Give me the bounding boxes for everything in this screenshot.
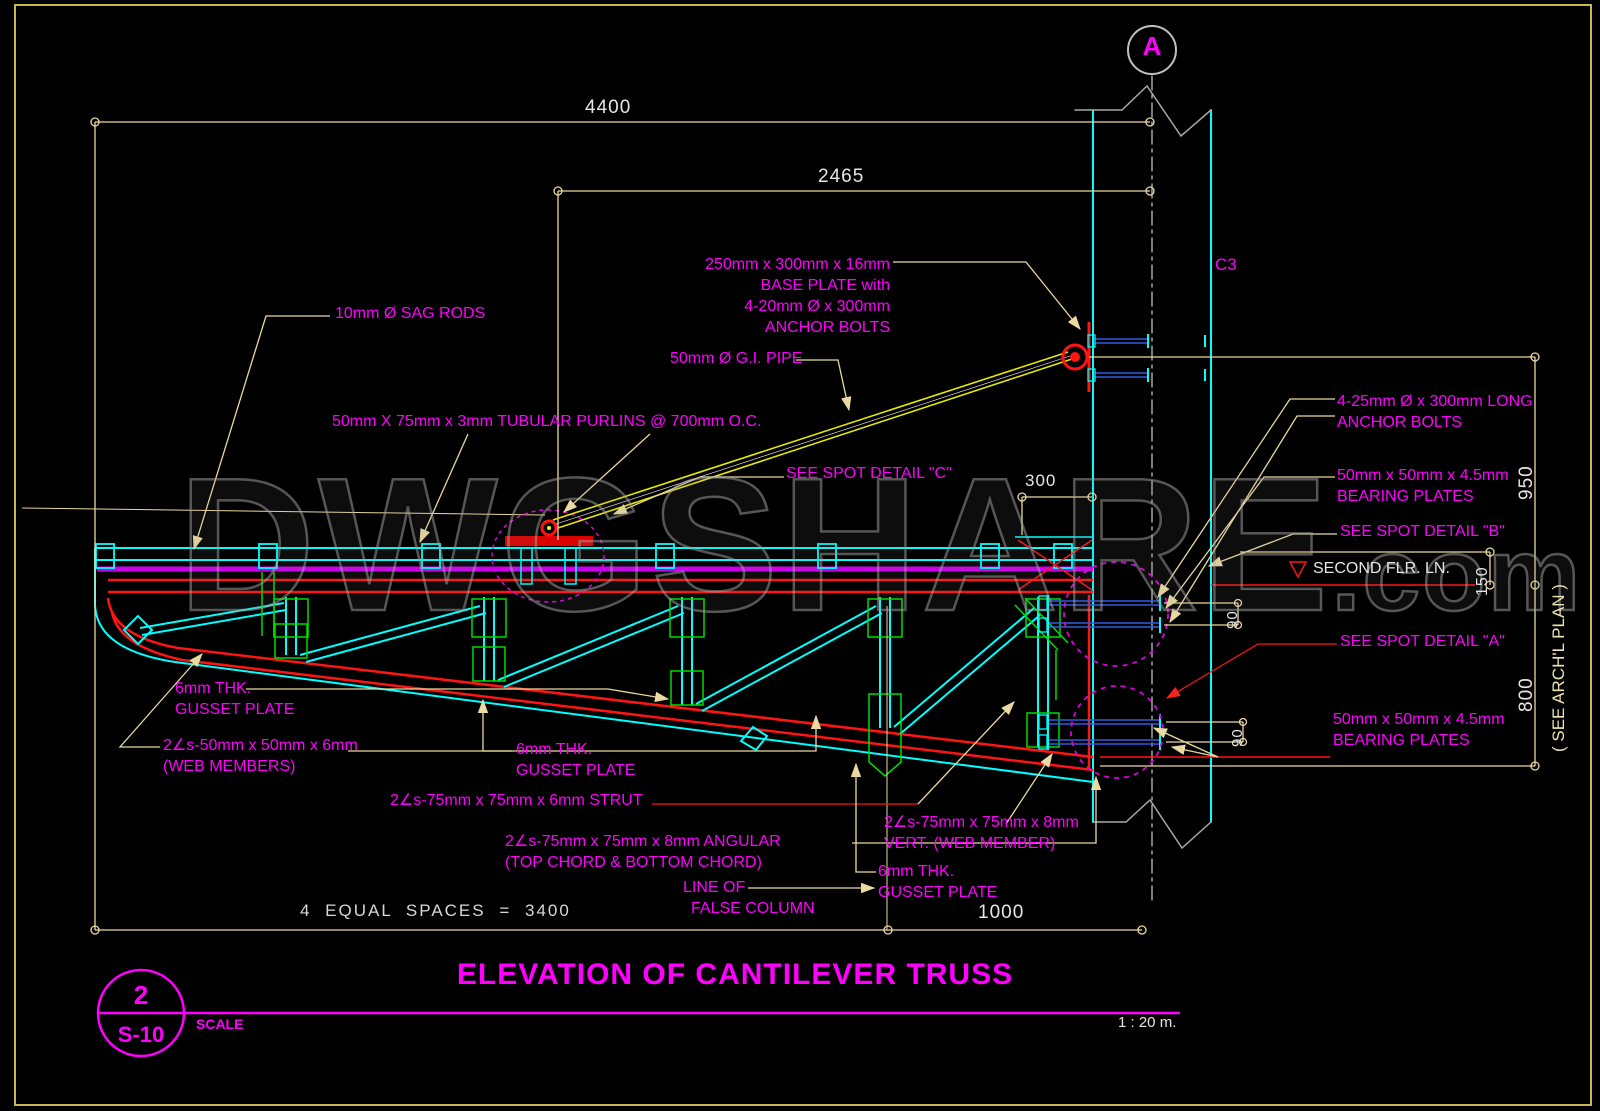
grid-bubble bbox=[1127, 25, 1177, 75]
title-block-line bbox=[96, 968, 1180, 1058]
anchor-bolt-group-lower bbox=[1038, 685, 1164, 779]
dimensions bbox=[90, 117, 1540, 935]
watermark-suffix: .com bbox=[1330, 516, 1583, 635]
callout-bearing-plates-lower: 50mm x 50mm x 4.5mm BEARING PLATES bbox=[1333, 711, 1505, 749]
dim-column-upper: 950 bbox=[1516, 465, 1537, 500]
column-mark-label: C3 bbox=[1215, 255, 1237, 274]
anchor-bolt-group-upper bbox=[1038, 561, 1169, 667]
callout-sag-rods: 10mm Ø SAG RODS bbox=[335, 305, 486, 322]
callout-spot-b: SEE SPOT DETAIL "B" bbox=[1340, 523, 1505, 540]
detail-number: 2 bbox=[133, 980, 149, 1010]
second-floor-label: SECOND FLR. LN. bbox=[1313, 560, 1450, 577]
dim-column-lower: 800 bbox=[1516, 677, 1537, 712]
callout-false-column: LINE OF FALSE COLUMN bbox=[683, 879, 815, 917]
callout-spot-c: SEE SPOT DETAIL "C" bbox=[786, 465, 952, 482]
gusset-plates bbox=[261, 572, 1069, 777]
callout-anchor-bolts-long: 4-25mm Ø x 300mm LONG ANCHOR BOLTS bbox=[1337, 393, 1533, 431]
dim-bolt-gap-lower: 90 bbox=[1229, 728, 1246, 747]
sheet-number: S-10 bbox=[117, 1022, 165, 1047]
callout-bearing-plates-upper: 50mm x 50mm x 4.5mm BEARING PLATES bbox=[1337, 467, 1509, 505]
callout-gusset-right: 6mm THK. GUSSET PLATE bbox=[878, 863, 998, 901]
dim-pipe-span: 2465 bbox=[818, 166, 865, 187]
column bbox=[1074, 75, 1212, 906]
callout-gusset-mid: 6mm THK. GUSSET PLATE bbox=[516, 741, 636, 779]
x-bracing bbox=[1015, 536, 1093, 770]
dim-panels: 4 EQUAL SPACES = 3400 bbox=[300, 901, 571, 920]
scale-value: 1 : 20 m. bbox=[1118, 1014, 1177, 1031]
callout-gi-pipe: 50mm Ø G.I. PIPE bbox=[670, 350, 803, 367]
arch-plan-note: ( SEE ARCH'L PLAN ) bbox=[1549, 584, 1568, 752]
callout-web-members: 2∠s-50mm x 50mm x 6mm (WEB MEMBERS) bbox=[163, 737, 358, 775]
grid-bubble-label: A bbox=[1142, 31, 1162, 61]
callout-angular: 2∠s-75mm x 75mm x 8mm ANGULAR (TOP CHORD… bbox=[505, 833, 781, 871]
callout-vert-web: 2∠s-75mm x 75mm x 8mm VERT. (WEB MEMBER) bbox=[884, 814, 1079, 852]
detail-c-assembly bbox=[491, 509, 605, 603]
watermark: DWGSHARE .com bbox=[177, 436, 1583, 654]
callout-spot-a: SEE SPOT DETAIL "A" bbox=[1340, 633, 1505, 650]
dim-overhang: 1000 bbox=[978, 902, 1025, 923]
sheet-border bbox=[14, 4, 1592, 1106]
dim-overall-top: 4400 bbox=[585, 97, 632, 118]
purlins bbox=[95, 543, 1073, 569]
callout-purlins: 50mm X 75mm x 3mm TUBULAR PURLINS @ 700m… bbox=[332, 413, 762, 430]
dim-plate-offset: 300 bbox=[1025, 471, 1057, 490]
dim-floor-offset: 150 bbox=[1474, 566, 1491, 596]
drawing-title: ELEVATION OF CANTILEVER TRUSS bbox=[456, 958, 1014, 991]
base-plate-connection bbox=[1061, 322, 1206, 392]
leaders bbox=[118, 261, 1337, 894]
callout-gusset-left: 6mm THK. GUSSET PLATE bbox=[175, 680, 295, 718]
bottom-chord bbox=[94, 597, 1094, 783]
dim-bolt-gap-upper: 90 bbox=[1224, 610, 1241, 629]
watermark-text: DWGSHARE bbox=[177, 438, 1332, 653]
callout-base-plate: 250mm x 300mm x 16mm BASE PLATE with 4-2… bbox=[705, 256, 890, 336]
gi-pipe bbox=[552, 351, 1073, 529]
callout-strut: 2∠s-75mm x 75mm x 6mm STRUT bbox=[390, 792, 643, 809]
scale-label: SCALE bbox=[196, 1016, 244, 1032]
